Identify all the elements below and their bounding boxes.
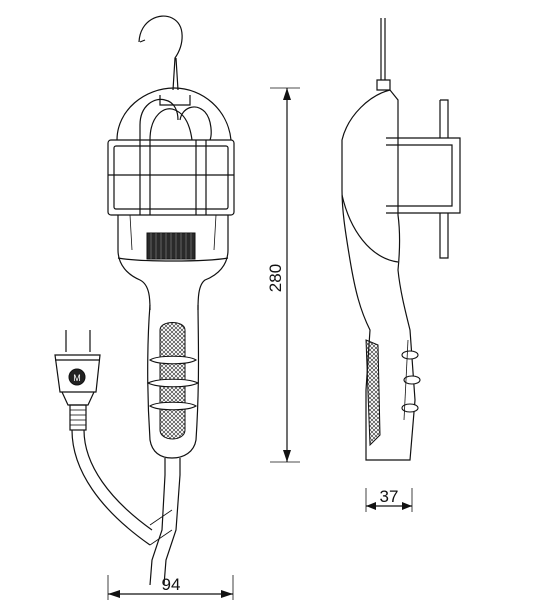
depth-label: 37: [380, 487, 399, 506]
grip-rings: [146, 355, 200, 411]
plug-logo-text: M: [73, 373, 81, 383]
side-body: [341, 89, 416, 461]
side-view: [341, 18, 461, 461]
side-cage: [386, 137, 461, 214]
plug-logo-badge: [68, 368, 86, 386]
width-label: 94: [162, 575, 181, 594]
hanging-hook: [138, 15, 183, 91]
power-plug: M: [54, 330, 153, 546]
guard-wire: [139, 98, 179, 140]
handle-body: [147, 304, 200, 459]
height-dimension: 280: [266, 87, 300, 463]
guard-cage: [107, 139, 235, 216]
width-dimension: 94: [107, 575, 234, 600]
lamp-dome: [116, 87, 232, 141]
depth-dimension: 37: [365, 487, 413, 512]
height-label: 280: [266, 264, 285, 292]
side-grip: [365, 339, 381, 447]
power-cable: [149, 458, 166, 586]
side-grip-rings: [401, 350, 421, 413]
front-view: M: [54, 15, 235, 586]
side-hook: [380, 18, 386, 80]
